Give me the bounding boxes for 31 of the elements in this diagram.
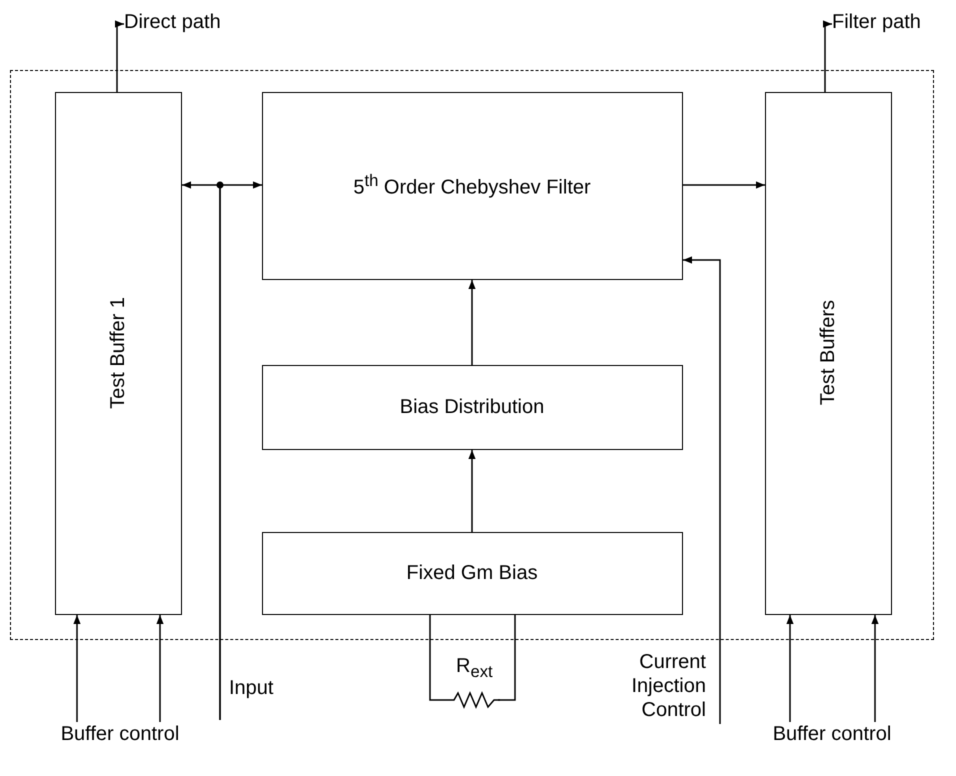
block-box xyxy=(54,92,182,614)
arrow xyxy=(823,20,832,92)
signal-label: Input xyxy=(219,676,289,720)
signal-label: Current Injection Control xyxy=(570,650,721,724)
arrow xyxy=(468,280,476,365)
block-label: Test Buffer 1 xyxy=(106,297,130,409)
arrow xyxy=(468,450,476,532)
arrow xyxy=(683,181,765,189)
block-box xyxy=(262,364,682,450)
wire xyxy=(498,615,516,701)
arrow xyxy=(219,181,262,720)
resistor-label: R$_{ext}$ xyxy=(456,655,493,682)
signal-label: Direct path xyxy=(124,10,254,38)
block-label: 5$^{th}$ Order Chebyshev Filter xyxy=(353,171,591,200)
block-box xyxy=(764,92,892,614)
arrow xyxy=(871,615,879,722)
block-label: Fixed Gm Bias xyxy=(406,562,538,584)
block-label: Bias Distribution xyxy=(400,396,544,418)
arrow xyxy=(73,615,81,722)
arrow xyxy=(115,20,124,92)
signal-label: Filter path xyxy=(832,10,952,38)
block-box xyxy=(262,532,682,614)
boundary-box xyxy=(10,70,934,640)
arrow xyxy=(156,615,164,722)
block-box xyxy=(262,92,682,280)
block-label: Test Buffers xyxy=(816,300,840,406)
wire xyxy=(429,615,448,701)
signal-label: Buffer control xyxy=(772,722,892,772)
arrow xyxy=(786,615,794,722)
arrow xyxy=(683,256,721,724)
signal-label: Buffer control xyxy=(60,722,180,772)
